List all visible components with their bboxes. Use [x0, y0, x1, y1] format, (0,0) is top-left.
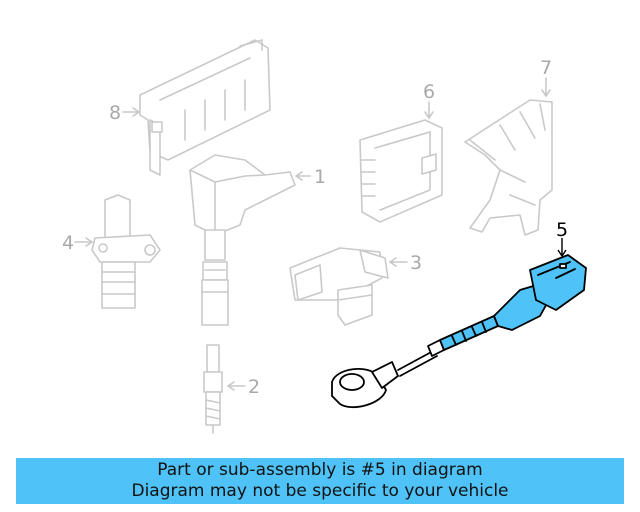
callout-6: 6 — [423, 81, 435, 103]
callout-7: 7 — [540, 57, 552, 79]
part-2-spark-plug — [203, 344, 223, 434]
info-banner: Part or sub-assembly is #5 in diagram Di… — [16, 458, 624, 504]
part-8-bracket — [139, 38, 271, 176]
callout-8: 8 — [109, 102, 121, 124]
banner-line-1: Part or sub-assembly is #5 in diagram — [157, 460, 483, 480]
callout-5: 5 — [556, 219, 568, 241]
banner-line-2: Diagram may not be specific to your vehi… — [131, 481, 509, 501]
callout-3: 3 — [410, 252, 422, 274]
leader-lines — [74, 77, 567, 391]
part-4-position-sensor — [91, 194, 161, 309]
callout-4: 4 — [62, 232, 74, 254]
part-5-knock-sensor — [331, 254, 587, 409]
callout-2: 2 — [248, 376, 260, 398]
part-1-ignition-coil — [189, 154, 296, 326]
part-6-control-module — [359, 119, 443, 223]
part-3-cam-sensor — [289, 247, 389, 326]
callout-1: 1 — [314, 166, 326, 188]
part-7-module-bracket — [464, 99, 553, 236]
